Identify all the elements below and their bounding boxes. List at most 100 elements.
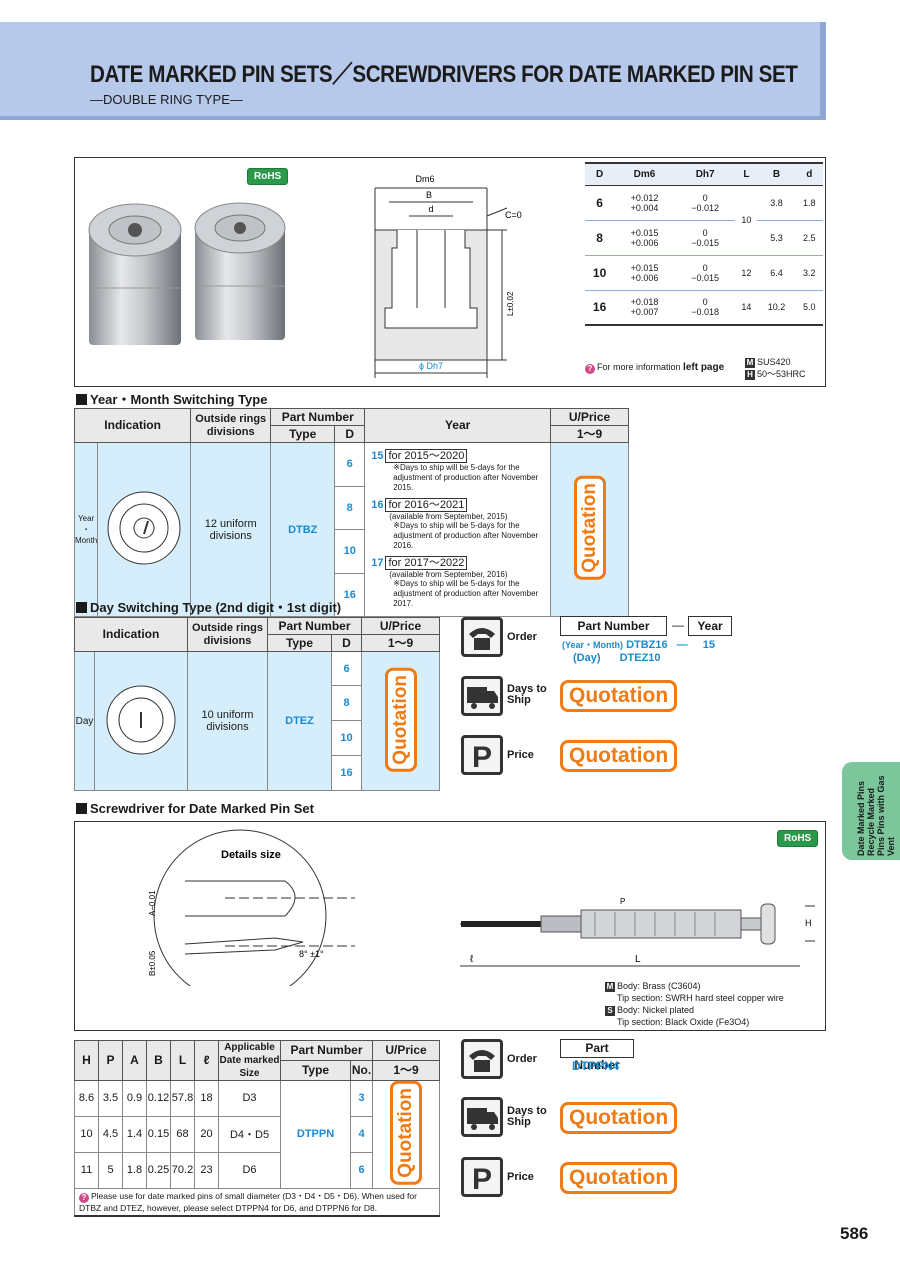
d-label: d	[428, 204, 433, 214]
product-photo	[88, 202, 286, 345]
price-icon: P	[461, 1157, 503, 1197]
dim-cell-dh7: 0 −0.018	[674, 290, 736, 326]
dim-header-3: L	[735, 162, 758, 186]
more-info: ?For more information left page	[585, 362, 724, 374]
svg-text:P: P	[620, 897, 625, 906]
dim-cell-d: 16	[585, 290, 615, 326]
dim-cell-l: 10	[735, 185, 758, 256]
dim-header-0: D	[585, 162, 615, 186]
day-order-example: (Day) DTEZ10	[573, 652, 661, 664]
page-header: DATE MARKED PIN SETS／SCREWDRIVERS FOR DA…	[0, 22, 826, 120]
screwdriver-drawing: Details size A−0.01 B±0.05 8° ±1° P H ℓ …	[148, 829, 815, 986]
dim-header-1: Dm6	[614, 162, 675, 186]
dim-cell-l: 14	[735, 290, 758, 326]
svg-text:B±0.05: B±0.05	[148, 950, 157, 976]
l-label: L±0.02	[506, 291, 515, 316]
dim-cell-l: 12	[735, 255, 758, 291]
dial-icon	[107, 491, 181, 565]
rohs-badge: RoHS	[247, 168, 289, 185]
dim-header-4: B	[757, 162, 796, 186]
dim-cell-d: 5.0	[795, 290, 823, 326]
ship-quotation-2: Quotation	[560, 1102, 678, 1134]
info-icon: ?	[79, 1192, 89, 1203]
dim-cell-dm6: +0.015 +0.006	[614, 255, 675, 291]
ym-quotation: Quotation	[573, 476, 606, 580]
day-quotation: Quotation	[384, 667, 417, 772]
dim-header-5: d	[795, 162, 823, 186]
ship-quotation: Quotation	[560, 680, 678, 712]
dim-cell-d: 1.8	[795, 185, 823, 221]
ym-spec-table: Indication Outside rings divisions Part …	[73, 408, 629, 617]
svg-text:A−0.01: A−0.01	[148, 890, 157, 916]
spec2-quotation: Quotation	[390, 1081, 423, 1185]
dim-header-2: Dh7	[674, 162, 736, 186]
ym-side-label: Year ・ Month	[73, 442, 99, 617]
pin-drawing: Dm6 B d C=0 L±0.02 ϕ Dh7	[374, 174, 522, 378]
part-number-box: Part Number	[560, 1039, 634, 1072]
rohs-badge: RoHS	[777, 830, 819, 847]
svg-text:Details size: Details size	[221, 849, 281, 861]
dim-cell-dh7: 0 −0.015	[674, 220, 736, 256]
dim-cell-d: 3.2	[795, 255, 823, 291]
dim-cell-b: 5.3	[757, 220, 796, 256]
ym-section-title: Year・Month Switching Type	[76, 389, 267, 408]
ym-type: DTBZ	[270, 442, 336, 617]
day-spec-table: Indication Outside rings divisions Part …	[74, 617, 440, 791]
left-page-link[interactable]: left page	[683, 362, 725, 373]
dim-cell-dm6: +0.012 +0.004	[614, 185, 675, 221]
day-type: DTEZ	[267, 651, 332, 791]
b-label: B	[426, 190, 432, 200]
part-number-box: Part Number	[560, 616, 667, 636]
dial-icon	[106, 685, 176, 754]
svg-text:H: H	[805, 918, 812, 928]
dim-cell-b: 10.2	[757, 290, 796, 326]
page-number: 586	[840, 1224, 869, 1243]
dim-cell-dm6: +0.018 +0.007	[614, 290, 675, 326]
dim-cell-dh7: 0 −0.012	[674, 185, 736, 221]
ym-order-example: (Year・Month) DTBZ16 — 15	[562, 639, 716, 651]
page-subtitle: —DOUBLE RING TYPE—	[90, 92, 243, 107]
svg-text:L: L	[635, 954, 641, 965]
year-box: Year	[688, 616, 732, 636]
info-icon: ?	[585, 364, 595, 374]
dim-cell-d: 8	[585, 220, 615, 256]
svg-text:ℓ: ℓ	[470, 954, 474, 965]
product-panel: RoHS	[74, 157, 826, 387]
truck-icon	[461, 676, 503, 716]
section-side-tab[interactable]: Date Marked Pins Recycle Marked Pins Pin…	[842, 762, 900, 860]
screwdriver-panel: RoHS Details size A−0.01 B±0.05 8° ±1° P…	[74, 821, 826, 1031]
dim-cell-d: 6	[585, 185, 615, 221]
screw-section-title: Screwdriver for Date Marked Pin Set	[76, 801, 314, 816]
dim-cell-d: 10	[585, 255, 615, 291]
dim-cell-b: 6.4	[757, 255, 796, 291]
truck-icon	[461, 1097, 503, 1137]
dim-cell-dm6: +0.015 +0.006	[614, 220, 675, 256]
order2-code: DTPPN4	[572, 1059, 620, 1073]
ym-dial	[97, 442, 192, 617]
day-section-title: Day Switching Type (2nd digit・1st digit)	[76, 597, 341, 616]
price-icon: P	[461, 735, 503, 775]
svg-text:P: P	[472, 1163, 492, 1194]
spec2-note: ?Please use for date marked pins of smal…	[74, 1187, 440, 1217]
phone-icon	[461, 1039, 503, 1079]
dim-cell-b: 3.8	[757, 185, 796, 221]
dim-cell-dh7: 0 −0.015	[674, 255, 736, 291]
screwdriver-spec-table: H P A B L ℓ Applicable Date marked Size …	[74, 1040, 440, 1217]
price-quotation-2: Quotation	[560, 1162, 678, 1194]
dh7-label: ϕ Dh7	[419, 361, 443, 371]
svg-text:P: P	[472, 741, 492, 772]
spec2-type: DTPPN	[279, 1080, 352, 1189]
phone-icon	[461, 617, 503, 657]
